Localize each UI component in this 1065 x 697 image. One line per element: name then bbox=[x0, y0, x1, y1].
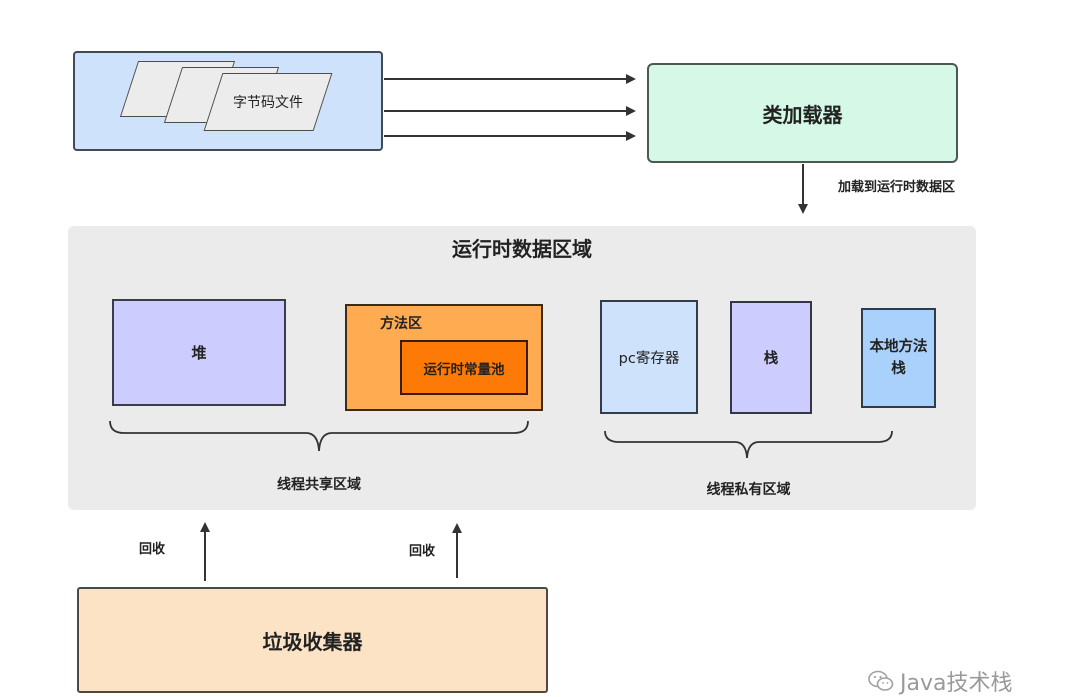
native-method-stack-box: 本地方法栈 bbox=[861, 308, 936, 408]
class-loader-box: 类加载器 bbox=[647, 63, 958, 163]
private-area-brace bbox=[604, 430, 893, 459]
thread-private-label: 线程私有区域 bbox=[706, 482, 791, 498]
recycle-label-left: 回收 bbox=[139, 542, 166, 557]
heap-box: 堆 bbox=[112, 299, 286, 406]
runtime-constant-pool-box: 运行时常量池 bbox=[400, 340, 528, 395]
bytecode-files-box: 字节码文件 bbox=[73, 51, 383, 151]
watermark: Java技术栈 bbox=[868, 666, 1012, 696]
runtime-area-title: 运行时数据区域 bbox=[452, 236, 592, 261]
garbage-collector-box: 垃圾收集器 bbox=[77, 587, 548, 693]
thread-shared-label: 线程共享区域 bbox=[277, 477, 361, 493]
pc-register-box: pc寄存器 bbox=[600, 300, 698, 414]
recycle-label-right: 回收 bbox=[409, 544, 436, 559]
wechat-icon bbox=[868, 670, 894, 691]
watermark-text: Java技术栈 bbox=[900, 671, 1013, 696]
shared-area-brace bbox=[109, 420, 529, 452]
load-edge-label: 加载到运行时数据区 bbox=[838, 180, 956, 195]
method-area-label: 方法区 bbox=[380, 316, 422, 332]
stack-box: 栈 bbox=[730, 301, 812, 414]
